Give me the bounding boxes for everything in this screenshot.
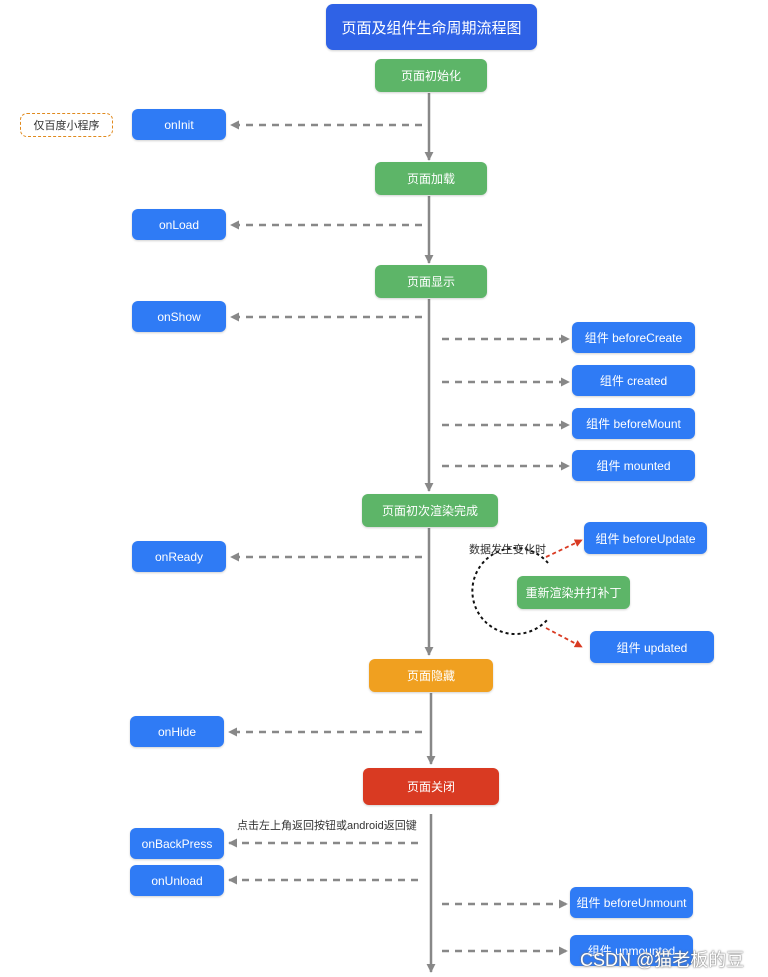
csdn-watermark: CSDN @猫老板的豆 <box>580 950 745 970</box>
component-beforemount: 组件 beforeMount <box>572 408 695 439</box>
update-cycle-circle <box>471 547 549 635</box>
stage-page-show: 页面显示 <box>375 265 487 298</box>
hook-oninit: onInit <box>132 109 226 140</box>
stage-page-ready: 页面初次渲染完成 <box>362 494 498 527</box>
hook-onbackpress: onBackPress <box>130 828 224 859</box>
component-unmounted: 组件 unmounted <box>570 935 693 966</box>
component-updated: 组件 updated <box>590 631 714 663</box>
hook-onshow: onShow <box>132 301 226 332</box>
back-press-note: 点击左上角返回按钮或android返回键 <box>237 820 417 832</box>
stage-rerender-patch: 重新渲染并打补丁 <box>517 576 630 609</box>
stage-page-close: 页面关闭 <box>363 768 499 805</box>
hook-onload: onLoad <box>132 209 226 240</box>
update-arrow-updated <box>545 627 583 648</box>
stage-page-load: 页面加载 <box>375 162 487 195</box>
component-beforecreate: 组件 beforeCreate <box>572 322 695 353</box>
update-arrow-beforeupdate <box>545 539 583 558</box>
stage-page-hide: 页面隐藏 <box>369 659 493 692</box>
stage-page-init: 页面初始化 <box>375 59 487 92</box>
component-mounted: 组件 mounted <box>572 450 695 481</box>
component-created: 组件 created <box>572 365 695 396</box>
hook-onhide: onHide <box>130 716 224 747</box>
update-trigger-label: 数据发生变化时 <box>469 544 546 556</box>
diagram-title: 页面及组件生命周期流程图 <box>326 4 537 50</box>
hook-onunload: onUnload <box>130 865 224 896</box>
component-beforeupdate: 组件 beforeUpdate <box>584 522 707 554</box>
hook-onready: onReady <box>132 541 226 572</box>
component-beforeunmount: 组件 beforeUnmount <box>570 887 693 918</box>
note-baidu-only: 仅百度小程序 <box>20 113 113 137</box>
